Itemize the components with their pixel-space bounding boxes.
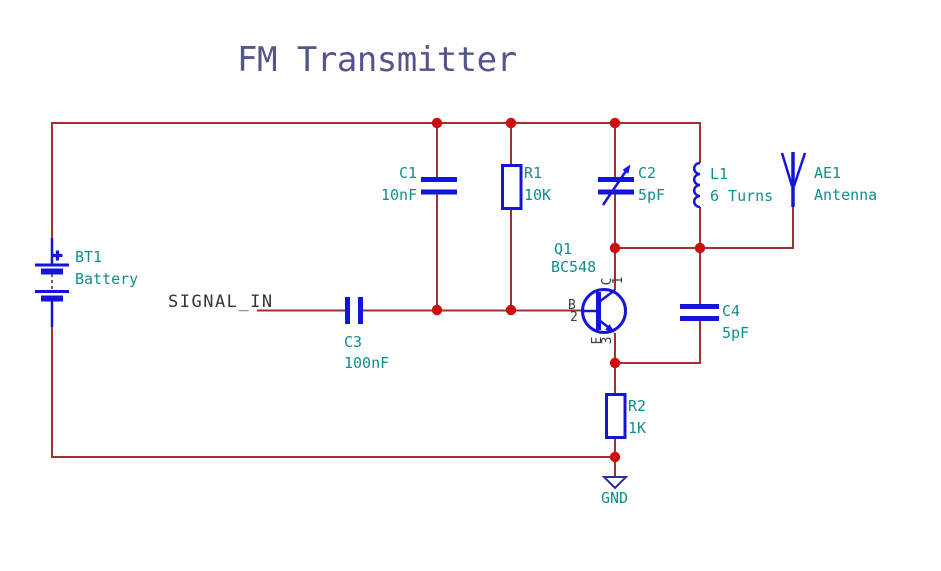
component-ref-c4: C4 [722,302,741,320]
junction-dot [609,117,621,129]
pin-name-base: B [568,298,576,313]
component-value-c3: 100nF [344,354,390,372]
varcap-arrowhead [622,164,631,174]
component-ref-c3: C3 [344,333,363,351]
junction-dot [609,357,621,369]
wire-layer [51,122,794,477]
transistor-q1-symbol [581,288,627,334]
junction-dot [694,242,706,254]
gnd-symbol [601,476,629,490]
component-value-r2: 1K [628,419,647,437]
capacitor-c1-symbol [421,177,457,195]
component-ref-r1: R1 [524,164,543,182]
component-value-r1: 10K [524,186,552,204]
component-value-c4: 5pF [722,324,750,342]
schematic-title: FM Transmitter [237,40,517,80]
junction-dot [505,304,517,316]
antenna-ae1-symbol [780,152,807,207]
component-value-c2: 5pF [638,186,666,204]
component-ref-r2: R2 [628,397,647,415]
gnd-label: GND [601,489,629,507]
component-ref-q1: Q1 [554,240,573,258]
capacitor-c3-symbol [345,297,363,324]
junction-dot [431,117,443,129]
pin-number-emitter: 3 [600,336,615,345]
junction-dot [609,451,621,463]
battery-plus-icon [52,250,63,261]
junction-dot [431,304,443,316]
component-ref-c1: C1 [399,164,418,182]
varcap-c2-symbol [598,164,634,206]
junction-dot [609,242,621,254]
varcap-arrow [601,167,630,206]
component-value-l1: 6 Turns [710,187,774,205]
transistor-emitter-arrow [605,324,615,333]
inductor-l1-symbol [692,161,701,209]
wire-top-bus [51,122,701,238]
capacitor-c4-symbol [680,304,719,321]
component-value-c1: 10nF [381,186,418,204]
resistor-r1-symbol [501,164,523,210]
component-value-q1: BC548 [551,258,597,276]
pin-number-base: 2 [570,310,578,325]
pin-number-collector: 1 [611,276,626,285]
junction-layer [431,117,706,463]
component-ref-c2: C2 [638,164,657,182]
wire-bottom-bus [51,327,615,458]
component-ref-l1: L1 [710,165,729,183]
component-value-bt1: Battery [75,270,139,288]
junction-dot [505,117,517,129]
transistor-collector-lead [598,289,616,303]
net-label-signal-in: SIGNAL_IN [168,292,274,312]
component-value-ae1: Antenna [814,186,878,204]
component-ref-bt1: BT1 [75,248,103,266]
component-ref-ae1: AE1 [814,164,842,182]
resistor-r2-symbol [605,393,627,439]
wire-tank-node [615,207,794,249]
battery-bt1-symbol [35,238,69,327]
